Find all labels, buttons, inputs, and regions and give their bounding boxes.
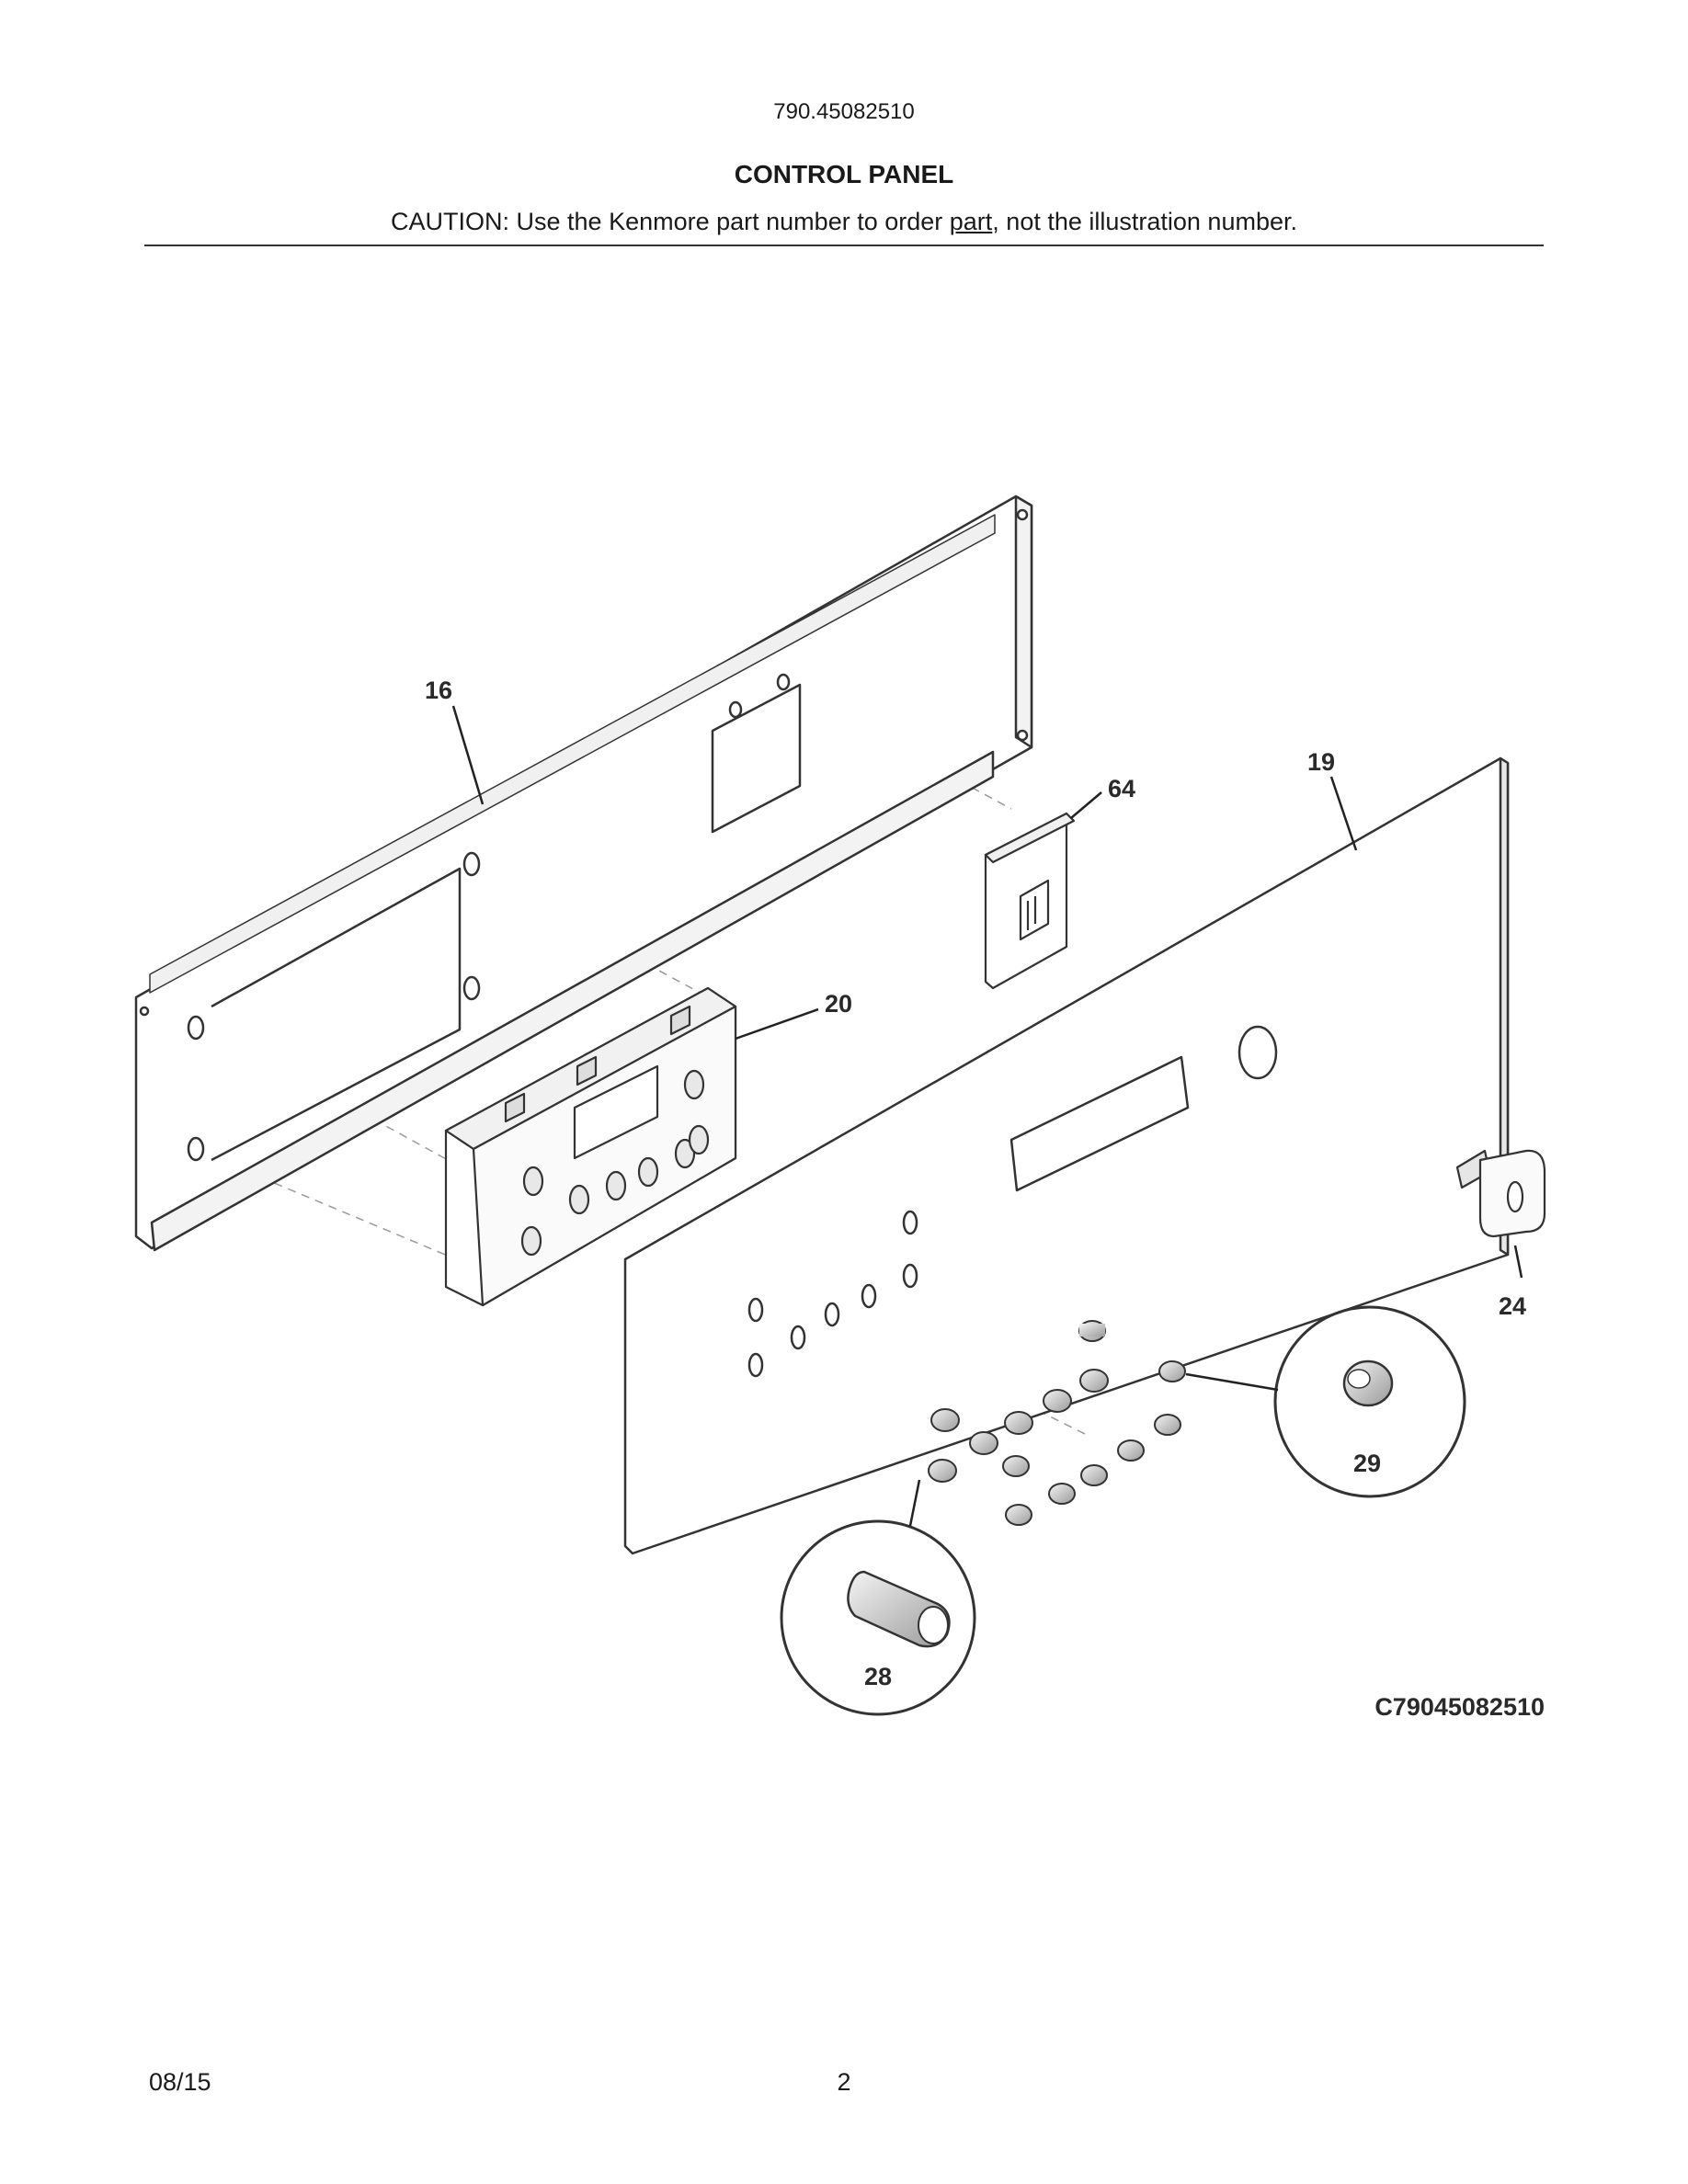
panel-holes	[747, 1210, 918, 1378]
knob	[1005, 1504, 1032, 1526]
front-panel-part-19	[623, 756, 1510, 1555]
leader-lines	[451, 705, 1523, 1527]
knob	[1002, 1455, 1030, 1477]
knob	[930, 1408, 960, 1432]
header-divider	[144, 245, 1544, 246]
oven-control-part-20	[444, 986, 737, 1307]
caution-text: CAUTION: Use the Kenmore part number to …	[0, 208, 1688, 236]
caution-underlined-word: part	[949, 208, 993, 235]
callout-29: 29	[1353, 1450, 1381, 1477]
bracket-part-64	[984, 812, 1076, 990]
knob-array	[928, 1320, 1186, 1526]
rear-panel-part-16	[134, 495, 1033, 1252]
knob	[928, 1459, 957, 1483]
knob	[1048, 1483, 1076, 1505]
callout-16: 16	[425, 677, 452, 704]
detail-circle-29	[1273, 1305, 1466, 1498]
callout-20: 20	[825, 990, 852, 1018]
knob	[1080, 1464, 1108, 1486]
callout-64: 64	[1108, 775, 1135, 802]
knob	[1004, 1411, 1033, 1435]
rocker-switch-part-24	[1455, 1149, 1546, 1238]
model-number: 790.45082510	[773, 99, 915, 124]
callout-28: 28	[864, 1663, 892, 1690]
knob	[1079, 1369, 1109, 1393]
page-number: 2	[837, 2068, 851, 2096]
callout-24: 24	[1499, 1292, 1526, 1320]
detail-circle-28	[780, 1519, 976, 1716]
knob	[1117, 1439, 1145, 1462]
knob	[1158, 1360, 1186, 1382]
figure-code: C79045082510	[1374, 1693, 1545, 1721]
knob	[1154, 1414, 1181, 1436]
section-title: CONTROL PANEL	[734, 160, 954, 188]
knob	[969, 1431, 998, 1455]
knob	[1078, 1320, 1106, 1342]
callout-19: 19	[1307, 748, 1335, 776]
knob	[1043, 1389, 1072, 1413]
caution-prefix: CAUTION: Use the Kenmore part number to …	[391, 208, 950, 235]
caution-suffix: , not the illustration number.	[992, 208, 1297, 235]
revision-date: 08/15	[149, 2068, 211, 2096]
